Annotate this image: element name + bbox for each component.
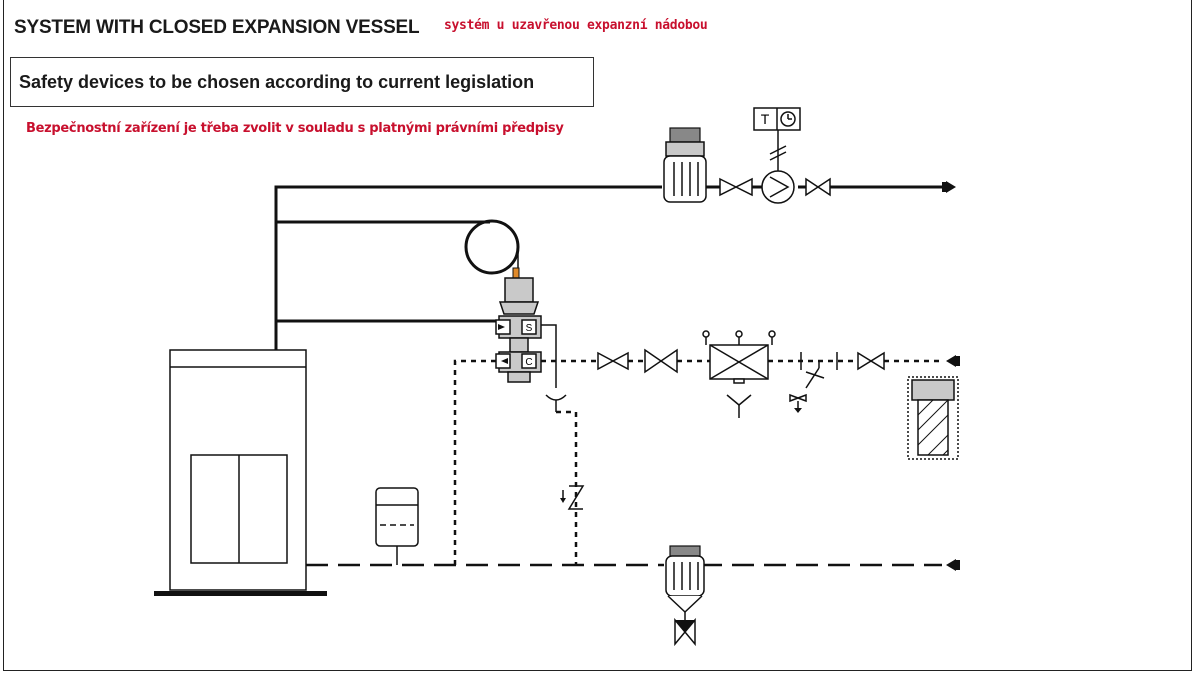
note-text: Safety devices to be chosen according to…: [19, 72, 535, 92]
expansion-vessel: [375, 487, 419, 565]
supply-pipes: [274, 181, 956, 350]
diagram-frame: [3, 0, 1192, 671]
controller-t-label: T: [761, 111, 770, 127]
controller: T: [753, 107, 801, 131]
circulation-pump: [761, 130, 795, 204]
clock-icon: [780, 111, 796, 127]
cold-water-line: [453, 355, 960, 565]
capillary-coil: [464, 219, 520, 275]
valve-top-2: [805, 177, 831, 197]
valve-mid-1: [597, 351, 629, 371]
valve-label-s: S: [526, 323, 533, 334]
valve-mid-2: [644, 348, 678, 374]
safety-valve-assembly: S C: [495, 267, 557, 388]
air-separator-bottom: [665, 545, 705, 647]
valve-mid-3: [857, 351, 885, 371]
water-softener: [907, 376, 959, 460]
note-box: Safety devices to be chosen according to…: [10, 57, 594, 107]
air-separator-top: [663, 127, 707, 203]
valve-label-c: C: [525, 357, 532, 368]
valve-top-1: [719, 177, 753, 197]
water-filter: [702, 330, 776, 418]
check-valve: [560, 485, 585, 510]
return-line: [306, 559, 960, 571]
boiler: [154, 349, 327, 596]
pressure-reducer: [789, 352, 838, 413]
diagram-title: SYSTEM WITH CLOSED EXPANSION VESSEL: [14, 17, 420, 38]
note-translation: Bezpečnostní zařízení je třeba zvolit v …: [26, 121, 564, 136]
drain-funnel: [545, 394, 567, 412]
diagram-title-translation: systém u uzavřenou expanzní nádobou: [444, 18, 708, 33]
